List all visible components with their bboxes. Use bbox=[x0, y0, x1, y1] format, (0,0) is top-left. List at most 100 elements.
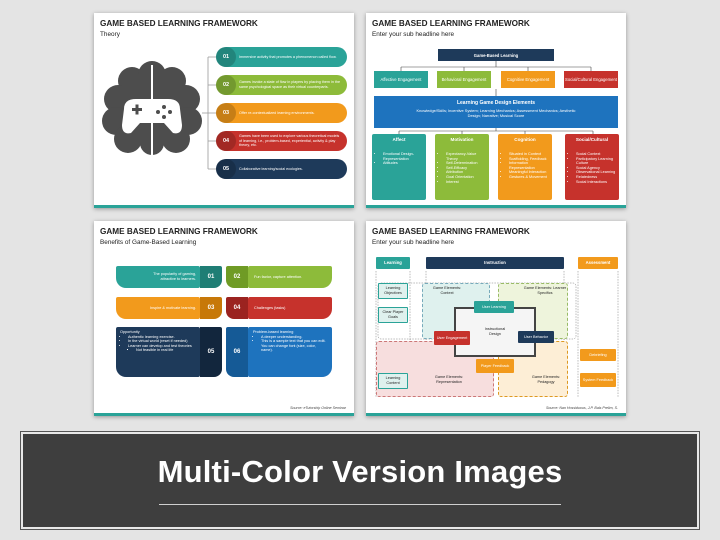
slide-subtitle: Enter your sub headline here bbox=[372, 31, 455, 38]
center-label: Instructional Design bbox=[484, 327, 506, 336]
benefit-item: Fun factor, capture attention. bbox=[248, 266, 332, 288]
slide-title: GAME BASED LEARNING FRAMEWORK bbox=[100, 227, 258, 236]
list-item: Scaffolding, Feedback bbox=[509, 157, 552, 162]
engagement-box: Cognitive Engagement bbox=[501, 71, 555, 88]
brain-gamepad-icon bbox=[102, 61, 202, 155]
item-head: Opportunity bbox=[120, 330, 140, 334]
list-item: Emotional Design-Representation bbox=[383, 152, 426, 161]
system-feedback-box: System Feedback bbox=[580, 373, 616, 387]
item-text: Inspire & motivate learning. bbox=[149, 305, 196, 310]
list-item: Attitudes bbox=[383, 161, 426, 166]
item-number: 03 bbox=[200, 297, 222, 319]
benefit-item-opportunity: Opportunity Authentic learning exercise.… bbox=[116, 327, 200, 377]
list-item: A deeper understanding. bbox=[261, 335, 327, 340]
node-user-engagement: User Engagement bbox=[434, 331, 470, 345]
engagement-box: Social/Cultural Engagement bbox=[564, 71, 618, 88]
list-item: Observational Learning bbox=[576, 170, 619, 175]
list-item: Learner can develop and test theories bbox=[128, 344, 196, 349]
slide-subtitle: Theory bbox=[100, 31, 120, 38]
list-item: Authentic learning exercise. bbox=[128, 335, 196, 340]
list-item: Gestures & Movement bbox=[509, 175, 552, 180]
list-item: Self-Efficacy bbox=[446, 166, 489, 171]
item-list: Authentic learning exercise. In the virt… bbox=[120, 335, 196, 349]
item-number: 05 bbox=[200, 327, 222, 377]
item-text: Offer re-contextualized learning environ… bbox=[239, 110, 315, 115]
slide-title: GAME BASED LEARNING FRAMEWORK bbox=[372, 227, 530, 236]
learning-objectives-box: Learning Objectives bbox=[378, 283, 408, 299]
item-text: Games invoke a state of flow in players … bbox=[239, 80, 341, 89]
benefit-item: The popularity of gaming, attractive to … bbox=[116, 266, 200, 288]
list-item: In the virtual world (reset if needed) bbox=[128, 339, 196, 344]
slide-title: GAME BASED LEARNING FRAMEWORK bbox=[372, 19, 530, 28]
list-item: Social Context bbox=[576, 152, 619, 157]
elements-text: Knowledge/Skills; Incentive System; Lear… bbox=[416, 108, 576, 118]
column-head: Motivation bbox=[450, 137, 474, 142]
item-number: 04 bbox=[226, 297, 248, 319]
learning-content-box: Learning Content bbox=[378, 373, 408, 389]
column-social-cultural: Social/Cultural Social Context Participa… bbox=[565, 134, 619, 200]
column-list: Social Context Participatory Learning Cu… bbox=[572, 152, 619, 184]
engagement-box: Behavioral Engagement bbox=[437, 71, 491, 88]
column-list: Situated in Context Scaffolding, Feedbac… bbox=[505, 152, 552, 180]
footer-bar bbox=[94, 413, 354, 416]
item-text: Challenges (tasks) bbox=[254, 305, 286, 310]
list-item: Relatedness bbox=[576, 175, 619, 180]
list-item: Expectancy-Value Theory bbox=[446, 152, 489, 161]
list-item: Meaningful Interaction bbox=[509, 170, 552, 175]
header-instruction: Instruction bbox=[426, 257, 564, 269]
list-item: Situated in Context bbox=[509, 152, 552, 157]
list-item: Goal Orientation bbox=[446, 175, 489, 180]
connector-lines bbox=[398, 61, 594, 134]
footer-bar bbox=[366, 413, 626, 416]
item-text: Games have been used to explore various … bbox=[239, 134, 340, 148]
slide-subtitle: Benefits of Game-Based Learning bbox=[100, 239, 197, 246]
list-item: Social Interactions bbox=[576, 180, 619, 185]
item-number: 02 bbox=[226, 266, 248, 288]
column-list: Emotional Design-Representation Attitude… bbox=[379, 152, 426, 166]
header-assessment: Assessment bbox=[578, 257, 618, 269]
banner: Multi-Color Version Images bbox=[20, 431, 700, 530]
item-sublist: Not feasible in real life bbox=[120, 348, 196, 353]
slide-subtitle: Enter your sub headline here bbox=[372, 239, 455, 246]
item-number: 06 bbox=[226, 327, 248, 377]
column-head: Affect bbox=[392, 137, 406, 142]
item-number: 05 bbox=[216, 159, 236, 179]
zone-label: Game Elements: Representation bbox=[434, 375, 464, 384]
theory-item: 02 Games invoke a state of flow in playe… bbox=[216, 75, 347, 95]
column-motivation: Motivation Expectancy-Value Theory Self-… bbox=[435, 134, 489, 200]
node-user-learning: User Learning bbox=[474, 301, 514, 313]
theory-item: 04 Games have been used to explore vario… bbox=[216, 131, 347, 151]
zone-label: Game Elements: Context bbox=[432, 286, 462, 295]
theory-item: 01 Immersive activity that promotes a ph… bbox=[216, 47, 347, 67]
item-number: 02 bbox=[216, 75, 236, 95]
slide-framework[interactable]: GAME BASED LEARNING FRAMEWORK Enter your… bbox=[366, 13, 626, 208]
zone-label: Game Elements: Pedagogy bbox=[531, 375, 561, 384]
engagement-box: Affective Engagement bbox=[374, 71, 428, 88]
benefit-item: Challenges (tasks) bbox=[248, 297, 332, 319]
item-number: 01 bbox=[200, 266, 222, 288]
item-number: 04 bbox=[216, 131, 236, 151]
item-number: 01 bbox=[216, 47, 236, 67]
item-text: Immersive activity that promotes a pheno… bbox=[239, 54, 337, 59]
slide-instruction-model[interactable]: GAME BASED LEARNING FRAMEWORK Enter your… bbox=[366, 221, 626, 416]
benefit-item: Inspire & motivate learning. bbox=[116, 297, 200, 319]
slide-benefits[interactable]: GAME BASED LEARNING FRAMEWORK Benefits o… bbox=[94, 221, 354, 416]
column-head: Social/Cultural bbox=[575, 137, 609, 142]
list-item: Attribution bbox=[446, 170, 489, 175]
item-text: Fun factor, capture attention. bbox=[254, 274, 303, 279]
column-cognition: Cognition Situated in Context Scaffoldin… bbox=[498, 134, 552, 200]
footer-bar bbox=[366, 205, 626, 208]
list-item: Not feasible in real life bbox=[136, 348, 196, 353]
banner-underline bbox=[159, 504, 561, 505]
item-number: 03 bbox=[216, 103, 236, 123]
connector-lines bbox=[202, 56, 218, 170]
source-note: Source: Nan Hossiduous, J.P. Bals Prelim… bbox=[545, 406, 618, 410]
slide-theory[interactable]: GAME BASED LEARNING FRAMEWORK Theory 01 … bbox=[94, 13, 354, 208]
item-list: A deeper understanding. This is a sample… bbox=[253, 335, 327, 353]
header-learning: Learning bbox=[376, 257, 410, 269]
list-item: This is a sample text that you can edit.… bbox=[261, 339, 327, 353]
list-item: Participatory Learning Culture bbox=[576, 157, 619, 166]
column-list: Expectancy-Value Theory Self-Determinati… bbox=[442, 152, 489, 184]
top-box: Game-Based Learning bbox=[438, 49, 554, 61]
list-item: Information Representation bbox=[509, 161, 552, 170]
